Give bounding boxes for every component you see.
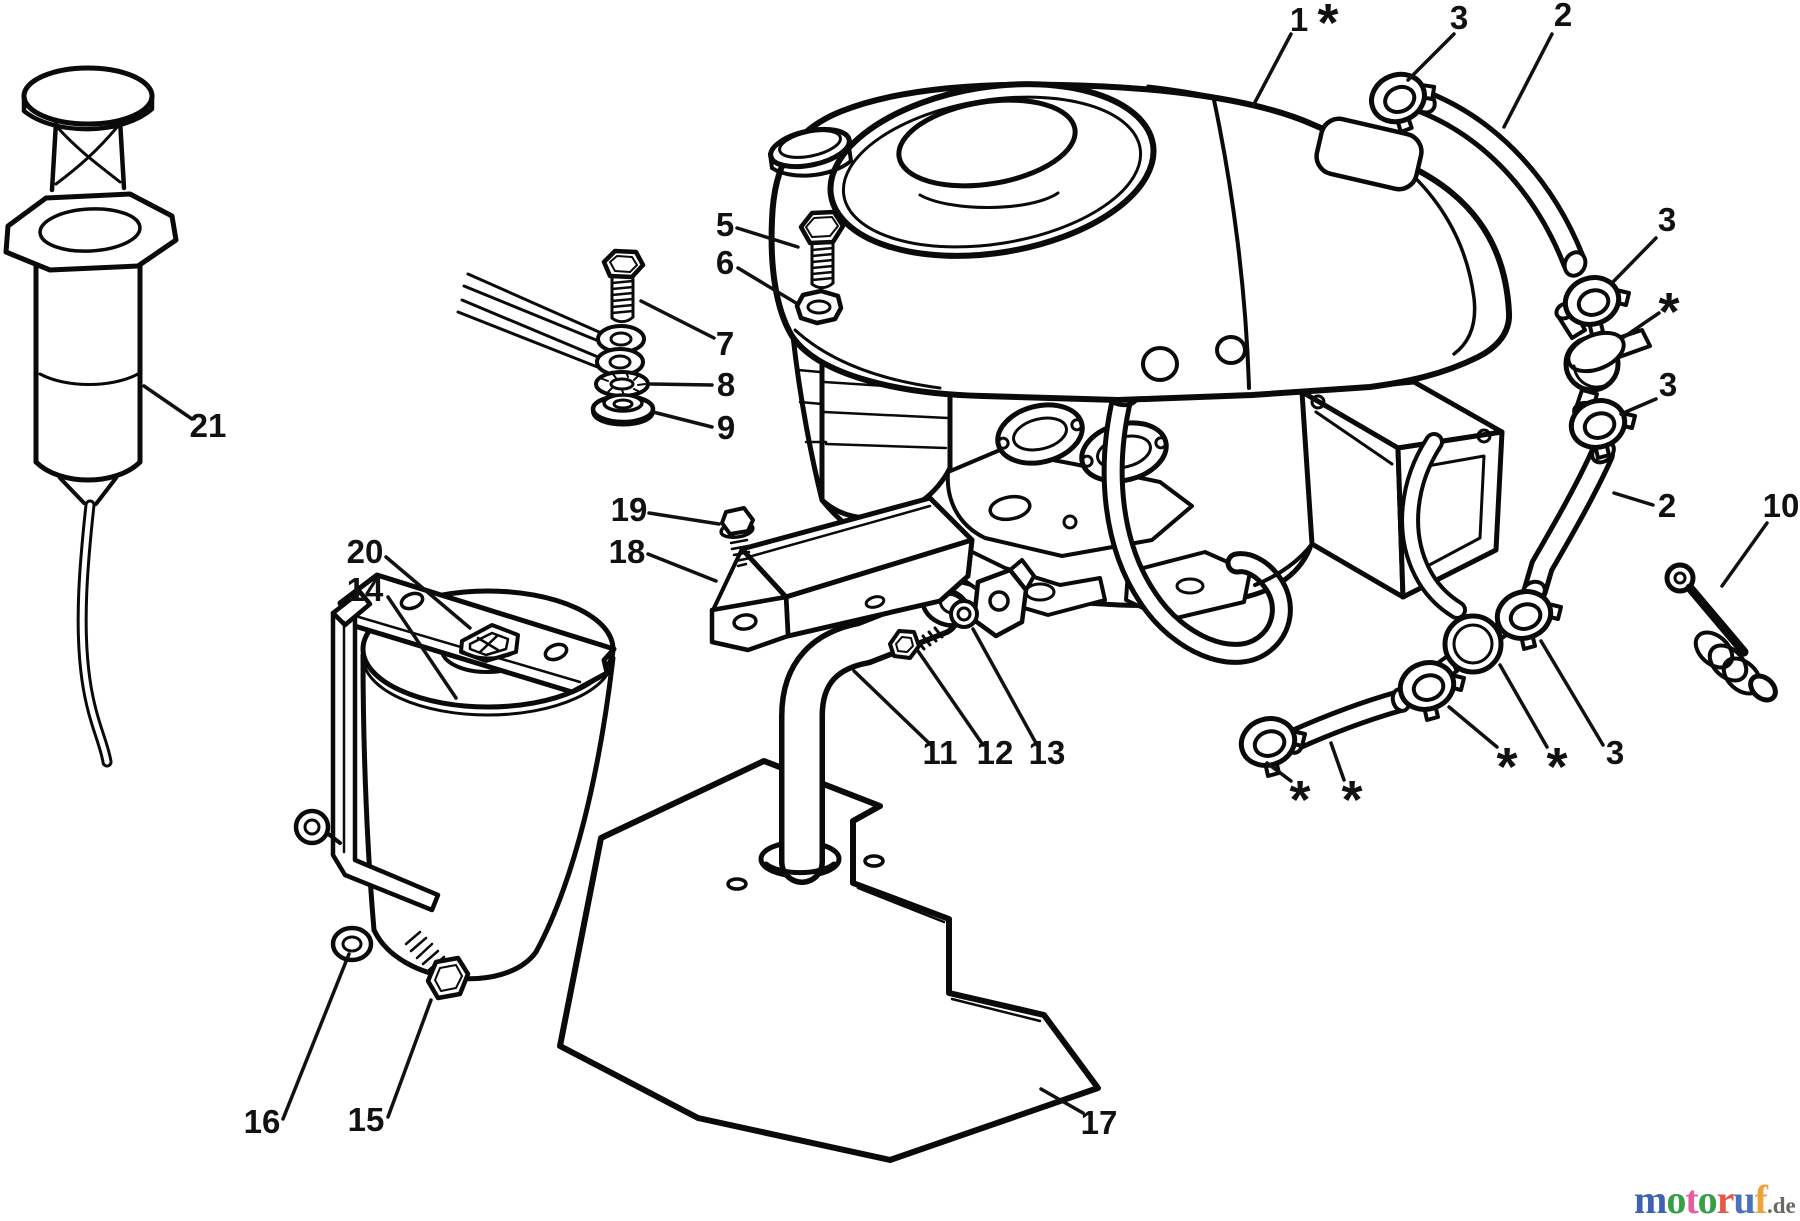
part-label-10: 10 (1763, 487, 1800, 524)
part-label-11: 11 (923, 734, 958, 771)
leader-line (649, 382, 714, 387)
watermark-letter: o (1666, 1177, 1686, 1221)
bolt-icon (601, 248, 646, 324)
engine-assembly (768, 81, 1513, 665)
washer-icon (949, 599, 979, 629)
port-gasket-icon (995, 402, 1085, 466)
muffler-bracket-assembly (709, 495, 975, 653)
leader-line (1622, 311, 1661, 339)
leader-line (1406, 32, 1456, 82)
leader-line (1539, 639, 1605, 747)
leader-line (142, 384, 194, 421)
spark-plug-tool-icon (1664, 562, 1778, 703)
part-label-19: 19 (611, 491, 648, 528)
leader-line (647, 511, 721, 526)
part-label-7: 7 (716, 325, 734, 362)
part-label-star: * (1496, 737, 1517, 797)
fuel-system (1235, 65, 1652, 776)
part-label-star: * (1317, 0, 1338, 53)
watermark-letter: f (1754, 1177, 1768, 1221)
bolt-icon (798, 209, 846, 290)
watermark-suffix: .de (1767, 1193, 1796, 1218)
leader-line (852, 669, 933, 747)
part-label-1: 1 (1290, 1, 1308, 38)
part-label-16: 16 (244, 1103, 281, 1140)
watermark-letter: t (1685, 1177, 1698, 1221)
bolt-and-nut (794, 209, 846, 326)
part-label-18: 18 (609, 533, 646, 570)
part-label-3: 3 (1659, 366, 1677, 403)
part-label-star: * (1546, 737, 1567, 797)
oil-filter-assembly (293, 572, 617, 1001)
part-label-9: 9 (717, 409, 735, 446)
watermark-letter: r (1716, 1177, 1735, 1221)
leader-line (1619, 397, 1658, 416)
terminal-bolt-stack (456, 248, 656, 427)
fuel-cap-icon (768, 126, 853, 178)
breather-pipe-assembly (763, 558, 1036, 885)
push-nut-icon (330, 925, 374, 963)
air-cleaner-cover-icon (827, 81, 1157, 259)
leader-line (1251, 32, 1293, 108)
leader-line (1039, 1087, 1085, 1115)
cable-clip-icon (459, 623, 520, 663)
watermark-letter: m (1634, 1177, 1667, 1221)
part-label-2: 2 (1554, 0, 1572, 33)
part-label-8: 8 (717, 366, 735, 403)
bolt-icon (404, 930, 471, 1001)
leader-line (1498, 663, 1549, 749)
heat-shield-cover-icon (557, 758, 1101, 1163)
leader-line (916, 649, 985, 747)
part-label-14: 14 (347, 571, 384, 608)
part-label-star: * (1289, 770, 1310, 830)
part-label-21: 21 (190, 407, 227, 444)
part-label-star: * (1341, 770, 1362, 830)
leader-line (384, 555, 472, 630)
leader-line (281, 952, 351, 1121)
leader-line (1612, 491, 1655, 507)
part-label-13: 13 (1029, 734, 1066, 771)
part-label-6: 6 (716, 244, 734, 281)
part-label-3: 3 (1450, 0, 1468, 36)
leader-line (735, 226, 800, 249)
leader-line (639, 299, 716, 340)
oil-syringe-icon (3, 65, 179, 768)
part-label-3: 3 (1606, 734, 1624, 771)
leader-line (1720, 521, 1769, 588)
grommet-icon (293, 808, 342, 846)
leader-line (646, 552, 718, 583)
part-label-star: * (1658, 282, 1679, 342)
ring-terminal-icon (595, 324, 646, 377)
flange-nut-icon (590, 393, 656, 427)
leader-line (1610, 236, 1658, 285)
part-label-20: 20 (347, 533, 384, 570)
screw-icon (719, 506, 755, 568)
leader-line (1447, 705, 1499, 749)
part-label-12: 12 (977, 734, 1014, 771)
leader-line (971, 627, 1039, 747)
leader-line (1502, 32, 1554, 129)
part-label-15: 15 (348, 1101, 385, 1138)
part-label-3: 3 (1658, 201, 1676, 238)
bolt-icon (888, 626, 944, 660)
leader-line (736, 266, 798, 305)
part-label-2: 2 (1658, 487, 1676, 524)
lock-washer-icon (594, 370, 650, 398)
part-label-17: 17 (1081, 1104, 1118, 1141)
leader-line (1265, 761, 1293, 783)
leader-line (386, 595, 458, 700)
leader-line (1329, 741, 1346, 782)
part-label-5: 5 (716, 206, 734, 243)
leader-line (651, 410, 714, 429)
leader-line (386, 998, 433, 1119)
watermark-logo: motoruf.de (1634, 1176, 1796, 1221)
nut-icon (794, 288, 844, 326)
watermark-letter: o (1697, 1177, 1718, 1221)
watermark-letter: u (1733, 1177, 1755, 1221)
